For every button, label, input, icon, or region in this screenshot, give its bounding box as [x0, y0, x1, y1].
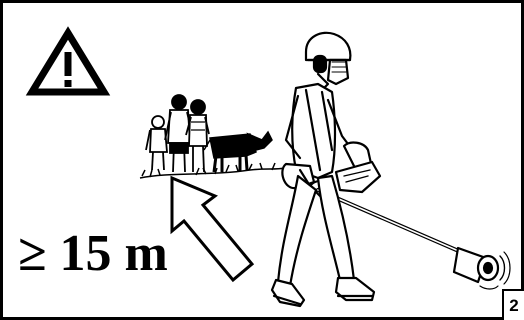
engine-unit [336, 162, 380, 192]
safety-distance-label: ≥ 15 m [18, 228, 168, 280]
warning-triangle-icon [32, 33, 104, 92]
operator-with-brush-cutter [272, 33, 510, 306]
figure-number: 2 [502, 289, 524, 320]
bystanders-group [146, 95, 209, 172]
direction-arrow-icon [172, 178, 252, 280]
ground-grass [140, 163, 285, 178]
helmet [306, 33, 350, 60]
cutting-head [454, 248, 510, 289]
ear-muff [314, 56, 326, 72]
child-figure [146, 116, 167, 170]
leg-back [278, 176, 316, 286]
child-figure [186, 100, 209, 172]
cow [204, 132, 272, 172]
boot-back [272, 280, 304, 306]
